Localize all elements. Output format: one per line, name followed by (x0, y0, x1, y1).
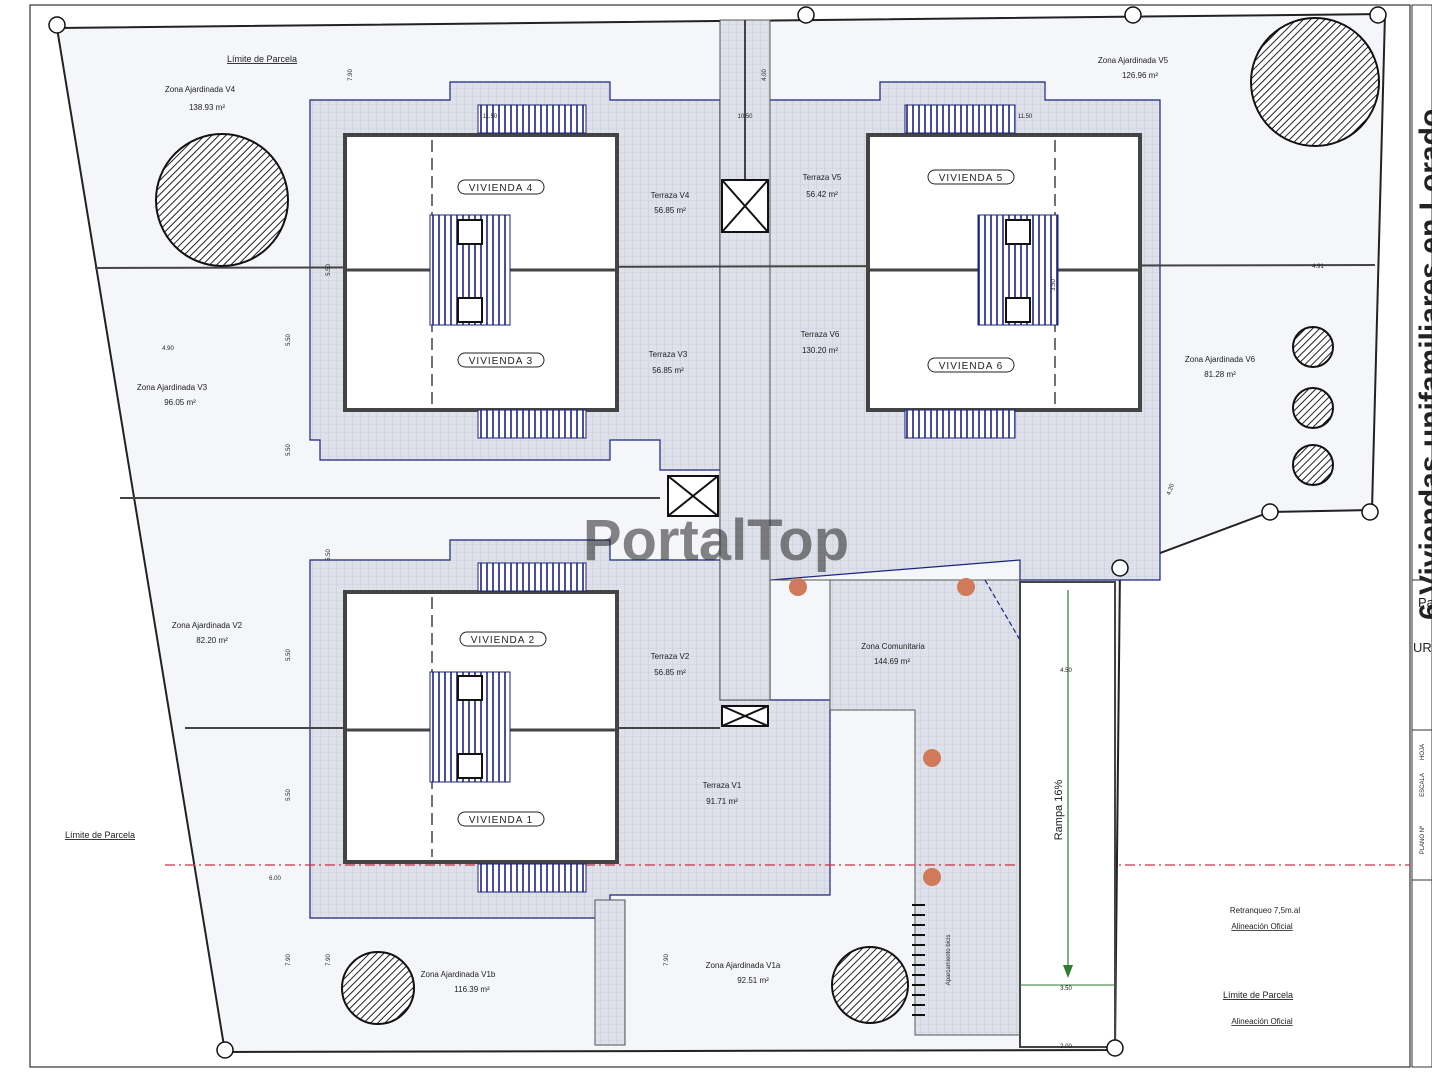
dim-top-a: 11.50 (483, 114, 498, 120)
terrace-v2-area: 56.85 m² (654, 668, 686, 677)
dim-v1: 7.90 (286, 954, 292, 966)
zone-v1a-name: Zona Ajardinada V1a (706, 961, 781, 970)
vertical-title: 6 Viviendas unifamiliares en Lorado (1414, 109, 1432, 620)
zone-v3-area: 96.05 m² (164, 398, 196, 407)
terrace-v3-name: Terraza V3 (649, 350, 688, 359)
terrace-v6-area: 130.20 m² (802, 346, 838, 355)
dim-left-diag: 4.90 (162, 346, 174, 352)
house-block-north-west (343, 104, 619, 439)
dim-v5: 5.50 (286, 649, 292, 661)
terrace-v1-area: 91.71 m² (706, 797, 738, 806)
zone-comunitaria-area: 144.69 m² (874, 657, 910, 666)
dim-v11: 5.50 (326, 549, 332, 561)
zone-v1b-name: Zona Ajardinada V1b (421, 970, 496, 979)
vivienda-tags (457, 169, 1015, 827)
vivienda-5-tag: VIVIENDA 5 (939, 173, 1003, 184)
zone-v5-area: 126.96 m² (1122, 71, 1158, 80)
zone-comunitaria-name: Zona Comunitaria (861, 642, 925, 651)
zone-v4-name: Zona Ajardinada V4 (165, 85, 236, 94)
dim-right-diag: 4.20 (1166, 483, 1176, 497)
bike-parking (912, 904, 925, 1016)
shrub-icon (1292, 326, 1334, 368)
zone-v2-area: 82.20 m² (196, 636, 228, 645)
terrace-v2-name: Terraza V2 (651, 652, 690, 661)
zone-v4-area: 138.93 m² (189, 103, 225, 112)
dim-v2: 7.90 (326, 954, 332, 966)
limite-parcela-top: Límite de Parcela (227, 54, 297, 64)
terrace-v4-name: Terraza V4 (651, 191, 690, 200)
house-block-south (343, 562, 619, 893)
tree-icon (155, 133, 289, 267)
vivienda-6-tag: VIVIENDA 6 (939, 361, 1003, 372)
zone-v6-area: 81.28 m² (1204, 370, 1236, 379)
aparcamiento-label: Aparcamiento bicis (946, 935, 952, 986)
watermark: PortalTop (583, 508, 849, 573)
dim-v7: 5.50 (286, 334, 292, 346)
dim-v4: 5.50 (286, 789, 292, 801)
tree-icon (1250, 17, 1380, 147)
tree-icon (341, 951, 415, 1025)
alineacion-oficial-bottom: Alineación Oficial (1231, 1017, 1293, 1026)
rampa-label: Rampa 16% (1053, 780, 1065, 841)
terrace-v5-area: 56.42 m² (806, 190, 838, 199)
ramp (984, 579, 1116, 1048)
terrace-v6-name: Terraza V6 (801, 330, 840, 339)
dim-v9: 7.90 (348, 69, 354, 81)
zone-v1a-area: 92.51 m² (737, 976, 769, 985)
side-panel-line2: UR (1413, 640, 1432, 655)
orange-markers (789, 578, 975, 886)
terrace-v5-name: Terraza V5 (803, 173, 842, 182)
zone-v5-name: Zona Ajardinada V5 (1098, 56, 1169, 65)
side-panel-line1: Pa (1418, 595, 1432, 610)
dim-v10: 3.50 (1051, 279, 1057, 291)
vivienda-2-tag: VIVIENDA 2 (471, 635, 535, 646)
side-legend-1: PLANO Nº (1419, 825, 1426, 854)
zone-v1b-area: 116.39 m² (454, 985, 490, 994)
shrub-icon (1292, 387, 1334, 429)
dim-bottom-left: 6.00 (269, 876, 281, 882)
shrub-icon (1292, 444, 1334, 486)
side-legend-3: HOJA (1420, 744, 1426, 760)
terrace-v1-name: Terraza V1 (703, 781, 742, 790)
limite-parcela-bottom: Límite de Parcela (1223, 990, 1293, 1000)
retranqueo-label: Retranqueo 7,5m.al (1230, 906, 1300, 915)
vivienda-4-tag: VIVIENDA 4 (469, 183, 533, 194)
survey-points (48, 6, 1387, 1059)
dim-v3: 7.90 (664, 954, 670, 966)
dim-v6: 5.50 (286, 444, 292, 456)
alineacion-oficial-right: Alineación Oficial (1231, 922, 1293, 931)
dim-top-b: 10.50 (737, 114, 753, 120)
terrace-v4-area: 56.85 m² (654, 206, 686, 215)
dim-ramp-bottom: 3.50 (1060, 986, 1072, 992)
dim-v8: 5.50 (326, 264, 332, 276)
zone-v3-name: Zona Ajardinada V3 (137, 383, 208, 392)
house-block-north-east (866, 104, 1142, 439)
terrace-v3-area: 56.85 m² (652, 366, 684, 375)
dim-corner: 2.00 (1060, 1044, 1072, 1050)
dim-top-c: 11.50 (1018, 114, 1033, 120)
trees (155, 17, 1380, 1025)
side-legend-2: ESCALA (1420, 773, 1426, 797)
garden-divisions (94, 20, 1376, 729)
dim-right-a: 4.91 (1312, 264, 1324, 270)
zone-v2-name: Zona Ajardinada V2 (172, 621, 243, 630)
tree-icon (831, 946, 909, 1024)
dim-ramp: 4.50 (1060, 668, 1072, 674)
elevator-shafts (667, 179, 769, 727)
zone-v6-name: Zona Ajardinada V6 (1185, 355, 1256, 364)
vivienda-1-tag: VIVIENDA 1 (469, 815, 533, 826)
limite-parcela-left: Límite de Parcela (65, 830, 135, 840)
vivienda-3-tag: VIVIENDA 3 (469, 356, 533, 367)
dim-top-gap: 4.00 (762, 69, 768, 81)
